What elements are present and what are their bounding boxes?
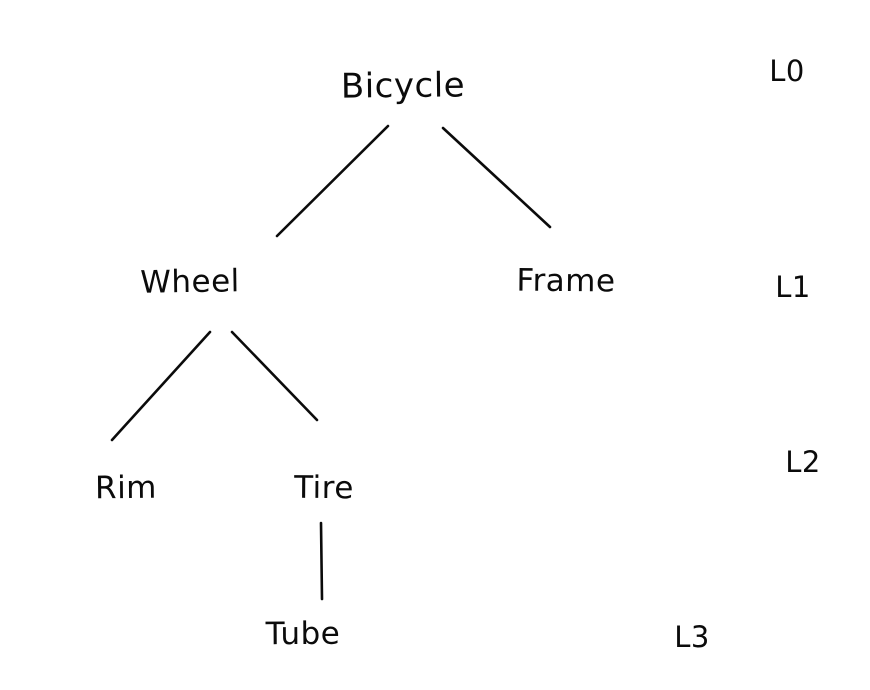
node-tire: Tire bbox=[294, 469, 354, 507]
node-wheel: Wheel bbox=[139, 263, 241, 301]
node-tube: Tube bbox=[265, 615, 341, 653]
node-bicycle: Bicycle bbox=[340, 65, 466, 107]
node-rim: Rim bbox=[94, 469, 158, 507]
level-label-l2: L2 bbox=[785, 445, 821, 479]
edge-tire-tube bbox=[319, 521, 324, 601]
edge-wheel-tire bbox=[230, 330, 319, 422]
edge-bicycle-frame bbox=[441, 126, 552, 229]
node-frame: Frame bbox=[516, 262, 616, 300]
edge-bicycle-wheel bbox=[275, 124, 390, 238]
level-label-l1: L1 bbox=[775, 270, 811, 304]
edge-wheel-rim bbox=[110, 330, 212, 442]
level-label-l0: L0 bbox=[769, 54, 805, 88]
level-label-l3: L3 bbox=[674, 620, 710, 654]
